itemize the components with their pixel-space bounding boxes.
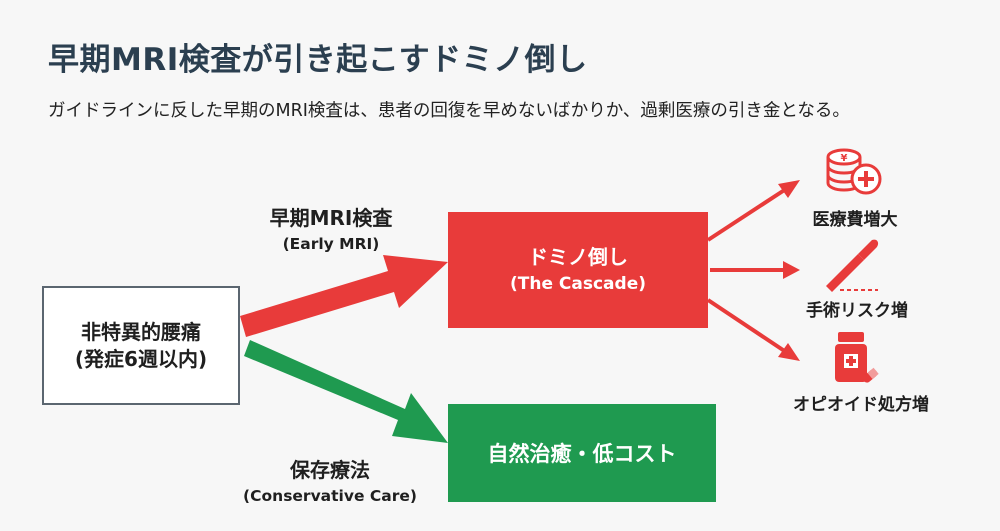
- natural-recovery-label: 自然治癒・低コスト: [487, 442, 677, 466]
- opioid-arrow-head: [778, 343, 800, 361]
- page-subtitle: ガイドラインに反した早期のMRI検査は、患者の回復を早めないばかりか、過剰医療の…: [48, 101, 850, 121]
- early-mri-label: 早期MRI検査 (Early MRI): [236, 202, 426, 253]
- coins-yen-plus-icon: ¥: [826, 148, 882, 195]
- pill-bottle-icon: [835, 332, 879, 383]
- conservative-care-arrow: [244, 340, 448, 443]
- svg-text:¥: ¥: [841, 153, 848, 164]
- conservative-care-label: 保存療法 (Conservative Care): [230, 454, 430, 505]
- cascade-box: ドミノ倒し (The Cascade): [448, 212, 708, 328]
- opioid-arrow-line: [706, 298, 788, 354]
- cascade-box-line1: ドミノ倒し: [528, 245, 628, 270]
- surgery-arrow-head: [783, 261, 800, 279]
- conservative-care-label-main: 保存療法: [290, 458, 370, 482]
- outcome-surgery-risk: 手術リスク増: [806, 301, 908, 321]
- cascade-box-line2: (The Cascade): [510, 274, 646, 295]
- cost-arrow-line: [706, 187, 788, 242]
- conservative-care-label-en: (Conservative Care): [243, 487, 417, 505]
- cost-arrow-head: [778, 180, 800, 198]
- start-box-line2: (発症6週以内): [74, 346, 208, 371]
- scalpel-icon: [826, 239, 879, 292]
- page-title: 早期MRI検査が引き起こすドミノ倒し: [48, 42, 588, 78]
- start-box-line1: 非特異的腰痛: [81, 319, 201, 344]
- natural-recovery-box: 自然治癒・低コスト: [448, 404, 716, 502]
- outcome-opioid-prescription: オピオイド処方増: [793, 395, 929, 415]
- early-mri-label-main: 早期MRI検査: [269, 206, 393, 230]
- outcome-medical-cost: 医療費増大: [812, 210, 898, 230]
- start-box-nonspecific-back-pain: 非特異的腰痛 (発症6週以内): [42, 286, 240, 405]
- early-mri-label-en: (Early MRI): [282, 235, 380, 253]
- early-mri-arrow: [240, 255, 448, 337]
